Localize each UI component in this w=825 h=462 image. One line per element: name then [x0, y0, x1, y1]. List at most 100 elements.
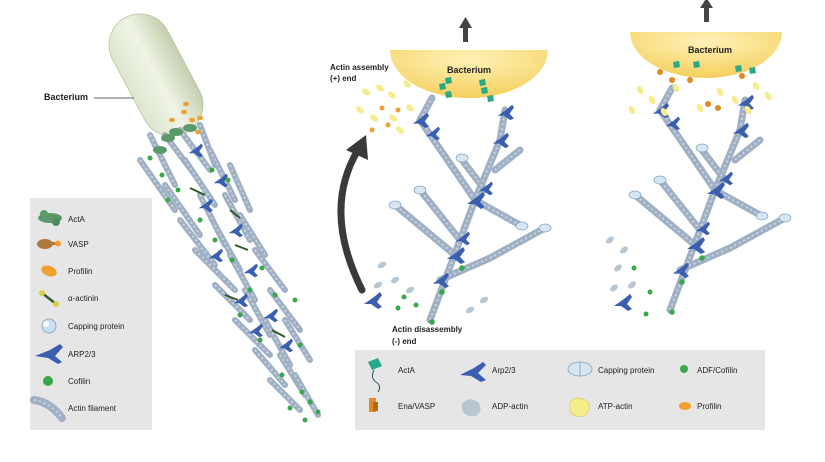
actin-filament-texture — [474, 199, 521, 226]
arp23-complex — [478, 181, 493, 196]
protein-dot — [395, 305, 401, 311]
protein-dot — [739, 73, 745, 79]
capping-protein — [778, 213, 792, 223]
profilin-icon — [679, 402, 691, 410]
atp-actin-icon — [569, 397, 590, 417]
legend-label-atp-actin: ATP-actin — [598, 402, 633, 411]
capping-protein — [413, 185, 427, 195]
actin-monomer — [744, 105, 752, 115]
actin-filament-texture — [264, 319, 291, 366]
free-actin-monomers — [356, 61, 772, 317]
protein-dot — [657, 69, 663, 75]
actin-monomer — [614, 264, 622, 272]
actin-filament-texture — [494, 149, 521, 171]
up-arrow-right — [700, 0, 713, 22]
protein-dot — [229, 257, 235, 263]
capping-protein — [628, 190, 642, 200]
actin-filament — [237, 212, 268, 258]
acta-protein — [479, 79, 486, 86]
actin-filament-texture — [474, 139, 501, 201]
arp23-complex — [198, 198, 213, 213]
vasp-icon — [37, 239, 61, 249]
arp23-complex — [732, 122, 749, 139]
actin-filament-texture — [701, 149, 726, 181]
actin-filament-texture — [184, 159, 216, 206]
actin-monomer — [405, 286, 415, 294]
capping-protein — [755, 211, 769, 221]
acta-protein — [445, 77, 452, 84]
protein-dot — [315, 409, 321, 415]
profilin-protein — [181, 109, 187, 115]
protein-dot — [279, 372, 285, 378]
actin-filament-texture — [419, 189, 461, 241]
actin-filament-texture — [461, 159, 486, 191]
protein-dot — [165, 197, 171, 203]
protein-dot — [687, 77, 693, 83]
capping-protein — [515, 221, 529, 231]
assembly-label-line2: (+) end — [330, 74, 357, 83]
actin-filament-texture — [679, 247, 731, 271]
arp23-complex — [425, 126, 440, 141]
legend-label-acta: ActA — [68, 215, 86, 224]
actin-monomer — [377, 261, 387, 269]
protein-dot — [272, 292, 278, 298]
arp23-complex — [412, 112, 429, 129]
profilin-protein — [183, 101, 189, 107]
actin-monomer — [628, 281, 636, 289]
protein-dot — [699, 255, 705, 261]
protein-dot — [257, 337, 263, 343]
actin-filament-texture — [659, 109, 716, 191]
arp23-complex — [432, 272, 449, 289]
actin-monomer — [648, 95, 656, 105]
assembly-label-line1: Actin assembly — [330, 63, 389, 72]
bacterium-capsule — [108, 13, 204, 137]
arp23-complex — [455, 231, 470, 246]
arp23-complex — [447, 247, 465, 264]
legend-label-capping-protein: Capping protein — [68, 322, 124, 331]
actin-monomer — [356, 106, 364, 114]
actin-monomer — [636, 85, 644, 95]
actin-monomer — [403, 80, 411, 88]
recycling-arrow — [337, 135, 368, 294]
acta-protein — [481, 87, 488, 94]
alpha-actinin — [229, 209, 241, 219]
protein-dot — [715, 105, 721, 111]
capping-protein-icon — [41, 318, 57, 334]
actin-filament-texture — [489, 227, 546, 259]
middle-bacterium-label: Bacterium — [447, 65, 491, 75]
actin-filament-texture — [429, 199, 476, 321]
actin-filament-texture — [149, 134, 176, 186]
actin-filament-texture — [254, 249, 286, 291]
actin-filament — [177, 217, 218, 268]
actin-filament-texture — [714, 129, 741, 191]
actin-monomer — [479, 296, 489, 304]
acta-protein — [693, 61, 700, 68]
protein-dot — [297, 342, 303, 348]
protein-dot — [679, 279, 685, 285]
acta-protein — [487, 95, 494, 102]
protein-dot — [385, 122, 391, 128]
actin-monomer — [606, 236, 614, 244]
arp23-complex — [695, 221, 710, 236]
arp23-complex — [492, 132, 509, 149]
actin-monomer — [628, 105, 636, 115]
actin-filament — [282, 317, 313, 363]
legend-label-arp23: ARP2/3 — [68, 350, 96, 359]
acta-protein — [445, 91, 452, 98]
acta-icon — [368, 358, 382, 393]
branched-actin-network-right — [628, 84, 792, 315]
legend-label-acta-right: ActA — [398, 366, 416, 375]
left-legend: ActA VASP Profilin α-actinin Capping pro… — [30, 210, 124, 422]
arp23-icon — [460, 362, 486, 382]
protein-dot — [439, 289, 445, 295]
actin-filament-texture — [659, 179, 701, 231]
protein-dot — [379, 105, 385, 111]
actin-monomer — [620, 246, 628, 254]
protein-dot — [287, 405, 293, 411]
protein-dot — [669, 77, 675, 83]
actin-monomer — [388, 91, 396, 99]
legend-label-adp-actin: ADP-actin — [492, 402, 528, 411]
bacterium-cap-right — [630, 32, 782, 78]
arp23-complex — [278, 338, 293, 353]
